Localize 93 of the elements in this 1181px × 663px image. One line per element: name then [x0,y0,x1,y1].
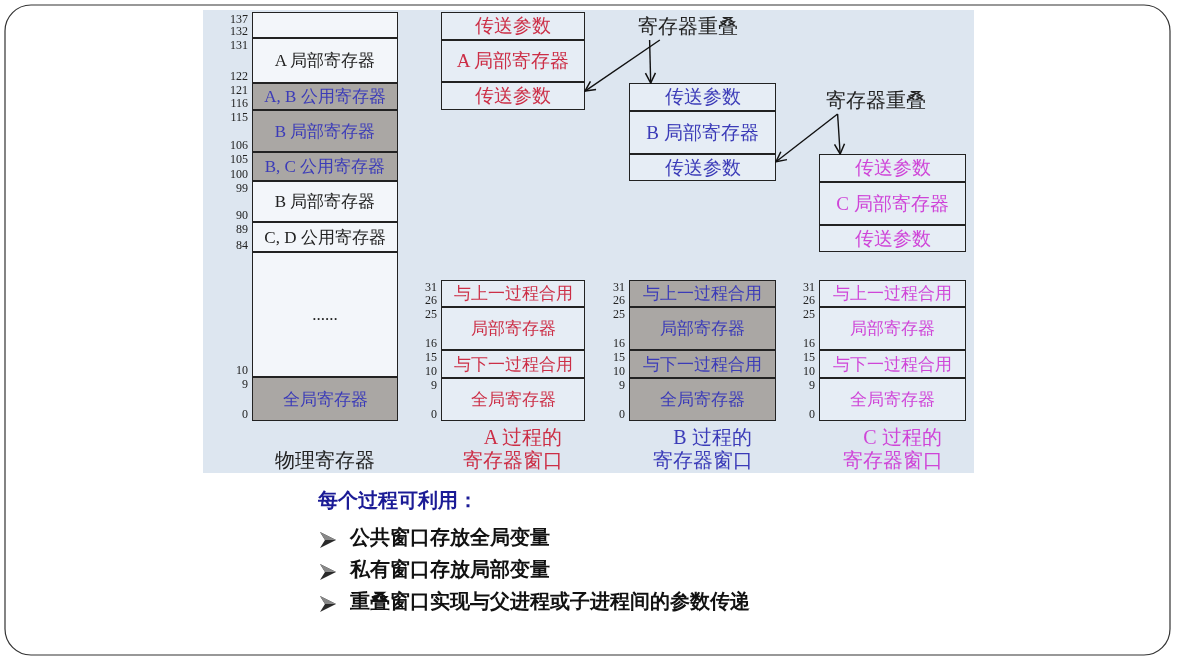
register-label: 全局寄存器 [850,389,935,411]
arrow [833,113,846,155]
register-number: 9 [619,379,625,391]
window-caption: A 过程的寄存器窗口 [462,426,564,472]
register-number: 9 [242,378,248,390]
register-number: 16 [425,337,437,349]
register-number: 10 [803,365,815,377]
register-label: 传送参数 [854,156,931,180]
register-label: 与上一过程合用 [643,283,762,305]
register-label: B 局部寄存器 [274,120,376,143]
register-number: 0 [619,408,625,420]
register-label: A 局部寄存器 [274,50,376,72]
list-item-text: 私有窗口存放局部变量 [350,556,550,583]
register-number: 89 [236,223,248,235]
arrow [775,113,839,163]
register-label: ...... [312,304,338,325]
register-label: 局部寄存器 [850,318,935,340]
register-number: 10 [236,364,248,376]
register-row [441,12,585,40]
arrow [644,39,657,84]
register-number: 131 [230,39,248,51]
register-number: 31 [613,281,625,293]
register-number: 115 [230,111,248,123]
register-number: 116 [230,97,248,109]
register-number: 25 [613,308,625,320]
register-number: 16 [803,337,815,349]
register-number: 99 [236,182,248,194]
register-number: 16 [613,337,625,349]
register-number: 105 [230,153,248,165]
register-label: B, C 公用寄存器 [264,156,386,178]
register-number: 31 [425,281,437,293]
register-number: 10 [613,365,625,377]
register-number: 25 [803,308,815,320]
register-label: 与下一过程合用 [453,353,573,376]
register-label: B 局部寄存器 [646,120,759,145]
register-number: 15 [613,351,625,363]
register-label: 全局寄存器 [660,389,745,411]
register-label: 与上一过程合用 [833,283,952,305]
register-row [629,154,776,181]
register-number: 15 [803,351,815,363]
register-number: 26 [803,294,815,306]
register-number: 121 [230,84,248,96]
register-number: 31 [803,281,815,293]
register-number: 9 [431,379,437,391]
list-item-text: 重叠窗口实现与父进程或子进程间的参数传递 [350,588,750,615]
register-label: B 局部寄存器 [274,191,376,213]
register-number: 25 [425,308,437,320]
register-label: 传送参数 [664,155,741,180]
register-number: 9 [809,379,815,391]
overlap-label: 寄存器重叠 [812,86,940,114]
register-label: A 局部寄存器 [456,49,570,73]
register-number: 137 [230,13,248,25]
register-row [629,83,776,111]
register-row [819,225,966,252]
register-number: 122 [230,70,248,82]
register-number: 15 [425,351,437,363]
register-label: C 局部寄存器 [836,191,949,216]
window-caption: C 过程的寄存器窗口 [842,426,943,472]
register-label: A, B 公用寄存器 [264,86,386,108]
register-number: 132 [230,25,248,37]
register-number: 0 [242,408,248,420]
register-row [819,182,966,225]
arrow [584,39,661,92]
overlap-label: 寄存器重叠 [624,12,752,40]
register-label: 传送参数 [475,14,551,38]
register-label: 局部寄存器 [660,318,745,340]
register-number: 100 [230,168,248,180]
register-row [629,111,776,154]
window-caption: 物理寄存器 [275,449,375,472]
register-number: 26 [425,294,437,306]
register-label: 全局寄存器 [282,388,368,411]
register-number: 0 [431,408,437,420]
list-heading: 每个过程可利用： [318,487,478,514]
register-number: 90 [236,209,248,221]
register-row [819,154,966,182]
register-label: C, D 公用寄存器 [264,226,386,249]
window-caption: B 过程的寄存器窗口 [652,426,753,472]
register-number: 10 [425,365,437,377]
register-label: 传送参数 [475,84,551,108]
register-label: 全局寄存器 [470,389,556,411]
list-item-text: 公共窗口存放全局变量 [350,524,550,551]
register-label: 与下一过程合用 [833,353,952,376]
register-row [441,40,585,82]
register-number: 26 [613,294,625,306]
register-label: 传送参数 [854,226,931,251]
register-number: 0 [809,408,815,420]
register-label: 局部寄存器 [470,318,556,340]
register-label: 传送参数 [664,85,741,109]
register-row [441,82,585,110]
register-label: 与上一过程合用 [453,283,573,305]
register-label: 与下一过程合用 [643,353,762,376]
register-number: 84 [236,239,248,251]
register-number: 106 [230,139,248,151]
